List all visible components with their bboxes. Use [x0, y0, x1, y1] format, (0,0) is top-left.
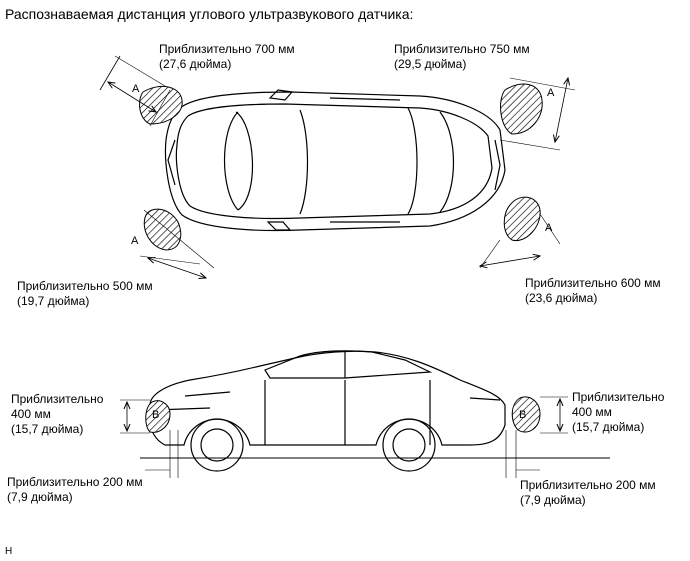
car-side-view	[149, 350, 506, 472]
zone-b-label: B	[152, 409, 159, 421]
front-right-distance: Приблизительно 750 мм (29,5 дюйма)	[394, 42, 530, 72]
distance-caption: Приблизительно	[572, 390, 665, 404]
rear-ground-distance: Приблизительно 200 мм (7,9 дюйма)	[520, 478, 656, 508]
diagram-title: Распознаваемая дистанция углового ультра…	[5, 6, 414, 22]
rear-left-distance: Приблизительно 500 мм (19,7 дюйма)	[17, 279, 153, 309]
zone-rear-left: A	[131, 208, 215, 278]
distance-mm: Приблизительно 500 мм	[17, 279, 153, 293]
distance-caption: Приблизительно	[11, 392, 104, 406]
footer-mark: H	[5, 546, 13, 557]
front-left-distance: Приблизительно 700 мм (27,6 дюйма)	[159, 42, 295, 72]
distance-mm: Приблизительно 200 мм	[520, 478, 656, 492]
distance-inch: (7,9 дюйма)	[520, 493, 586, 507]
distance-inch: (15,7 дюйма)	[572, 420, 645, 434]
zone-a-label: A	[547, 87, 555, 99]
front-ground-distance: Приблизительно 200 мм (7,9 дюйма)	[7, 475, 143, 505]
distance-inch: (23,6 дюйма)	[525, 291, 598, 305]
distance-inch: (7,9 дюйма)	[7, 490, 73, 504]
zone-front-right: A	[499, 78, 576, 151]
rear-right-distance: Приблизительно 600 мм (23,6 дюйма)	[525, 276, 661, 306]
zone-rear-right: A	[480, 196, 561, 268]
zone-front-left: A	[99, 55, 183, 127]
distance-mm: Приблизительно 600 мм	[525, 276, 661, 290]
rear-height-distance: Приблизительно 400 мм (15,7 дюйма)	[572, 390, 664, 435]
distance-mm: Приблизительно 750 мм	[394, 42, 530, 56]
zone-a-label: A	[545, 222, 553, 234]
distance-mm: Приблизительно 700 мм	[159, 42, 295, 56]
zone-a-label: A	[131, 235, 139, 247]
car-top-view	[164, 89, 506, 232]
front-height-distance: Приблизительно 400 мм (15,7 дюйма)	[11, 392, 103, 437]
distance-mm: 400 мм	[572, 405, 612, 419]
distance-inch: (27,6 дюйма)	[159, 57, 232, 71]
distance-inch: (19,7 дюйма)	[17, 294, 90, 308]
distance-mm: 400 мм	[11, 407, 51, 421]
zone-side-front: B	[120, 399, 179, 478]
distance-inch: (29,5 дюйма)	[394, 57, 467, 71]
zone-b-label: B	[519, 409, 526, 421]
distance-mm: Приблизительно 200 мм	[7, 475, 143, 489]
zone-side-rear: B	[505, 396, 568, 478]
distance-inch: (15,7 дюйма)	[11, 422, 84, 436]
zone-a-label: A	[132, 83, 140, 95]
